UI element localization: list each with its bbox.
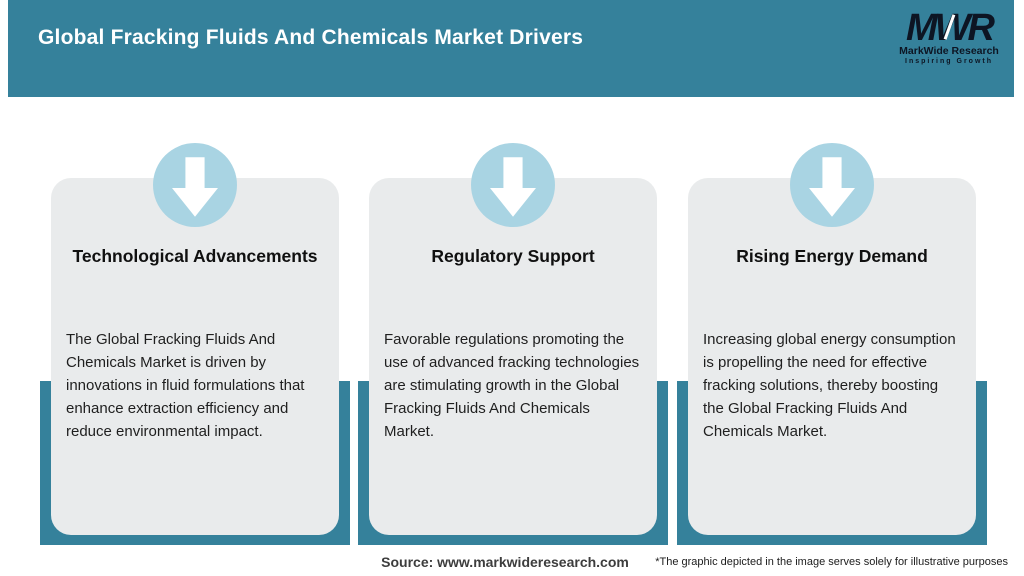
card-title: Regulatory Support bbox=[431, 246, 595, 266]
logo-tagline: Inspiring Growth bbox=[905, 58, 993, 65]
page-title: Global Fracking Fluids And Chemicals Mar… bbox=[38, 26, 584, 49]
disclaimer-text: *The graphic depicted in the image serve… bbox=[655, 556, 1008, 568]
down-arrow-icon bbox=[490, 157, 536, 217]
card-body-text: Favorable regulations promoting the use … bbox=[384, 331, 640, 440]
driver-card-technological-advancements: Technological Advancements The Global Fr… bbox=[40, 143, 350, 545]
down-arrow-badge bbox=[471, 143, 555, 227]
down-arrow-badge bbox=[790, 143, 874, 227]
header-band: Global Fracking Fluids And Chemicals Mar… bbox=[8, 0, 1014, 97]
card-body-text: The Global Fracking Fluids And Chemicals… bbox=[66, 331, 305, 440]
markwide-research-logo: MWR MarkWide Research Inspiring Growth bbox=[894, 8, 1004, 65]
card-panel: Technological Advancements The Global Fr… bbox=[51, 178, 339, 535]
source-text: Source: www.markwideresearch.com bbox=[381, 554, 629, 570]
logo-acronym: MWR bbox=[906, 8, 995, 48]
card-panel: Rising Energy Demand Increasing global e… bbox=[688, 178, 976, 535]
driver-card-regulatory-support: Regulatory Support Favorable regulations… bbox=[358, 143, 668, 545]
logo-name: MarkWide Research bbox=[899, 45, 999, 57]
driver-card-rising-energy-demand: Rising Energy Demand Increasing global e… bbox=[677, 143, 987, 545]
down-arrow-badge bbox=[153, 143, 237, 227]
card-body-text: Increasing global energy consumption is … bbox=[703, 331, 956, 440]
card-title: Technological Advancements bbox=[72, 246, 318, 266]
card-title: Rising Energy Demand bbox=[736, 246, 928, 266]
down-arrow-icon bbox=[809, 157, 855, 217]
card-panel: Regulatory Support Favorable regulations… bbox=[369, 178, 657, 535]
down-arrow-icon bbox=[172, 157, 218, 217]
